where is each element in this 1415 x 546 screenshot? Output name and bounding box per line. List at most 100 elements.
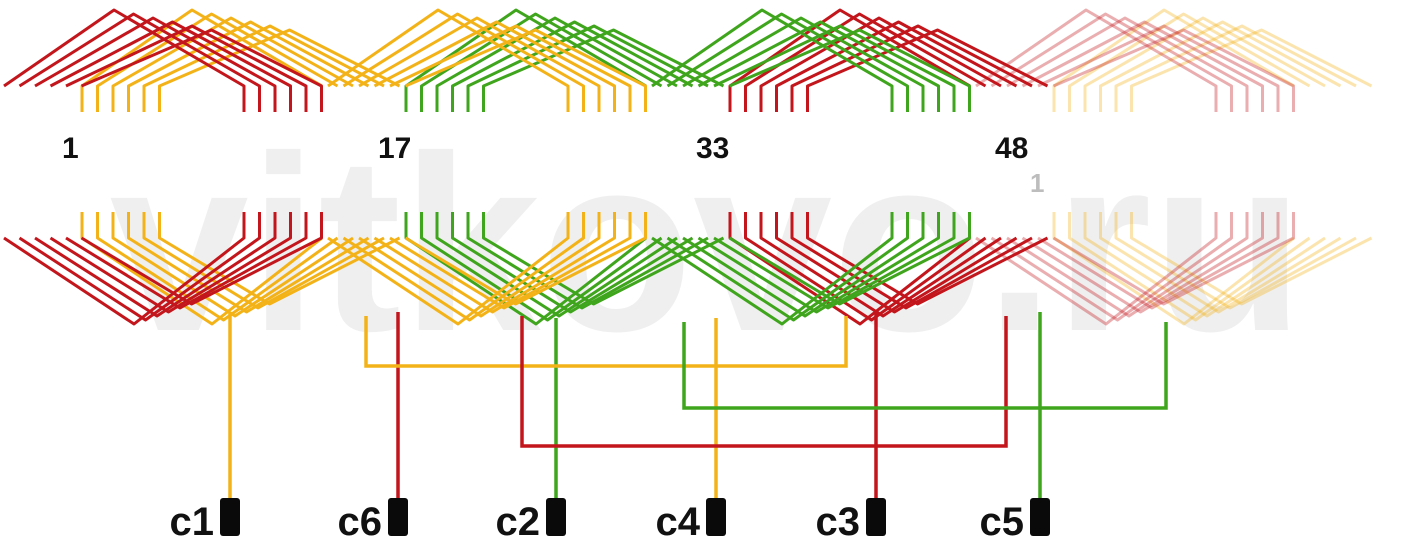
bottom-coil-wire	[744, 212, 987, 322]
bottom-coil-wire	[1068, 212, 1311, 322]
bottom-coil-wire	[358, 212, 601, 318]
bottom-coil-wire	[327, 212, 570, 326]
top-coil-wire	[1006, 16, 1249, 112]
bottom-coil-wire	[697, 212, 940, 314]
slot-label-33: 33	[696, 132, 729, 165]
bottom-coil-wire	[759, 212, 1002, 318]
terminal-label: c4	[656, 500, 701, 544]
top-coil-wire	[18, 12, 261, 112]
bottom-end-turns	[3, 212, 1373, 326]
top-coil-wire	[975, 8, 1218, 112]
slot-label-1: 1	[62, 132, 79, 165]
bottom-coil-wire	[990, 212, 1233, 322]
connection-wire	[364, 316, 848, 368]
bottom-coil-wire	[111, 212, 354, 318]
bottom-coil-wire	[713, 212, 956, 310]
top-coil-wire	[713, 24, 956, 112]
bottom-coil-wire	[34, 212, 277, 318]
bottom-coil-wire	[420, 212, 663, 322]
top-coil-wire	[373, 20, 616, 112]
bottom-coil-wire	[342, 212, 585, 322]
top-coil-wire	[80, 28, 323, 112]
slot-label-17: 17	[378, 132, 411, 165]
bottom-coil-wire	[435, 212, 678, 318]
connection-wire	[682, 322, 1168, 410]
top-coil-wire	[1068, 12, 1311, 112]
top-coil-wire	[697, 20, 940, 112]
bottom-coil-wire	[975, 212, 1218, 326]
top-coil-wire	[327, 8, 570, 112]
top-coil-wire	[1021, 20, 1264, 112]
bottom-coil-wire	[775, 212, 1018, 314]
top-coil-wire	[682, 16, 925, 112]
terminal-block	[1030, 498, 1050, 536]
bottom-coil-wire	[404, 212, 647, 306]
bottom-coil-wire	[80, 212, 323, 306]
terminal-label: c1	[170, 500, 215, 544]
bottom-coil-wire	[96, 212, 339, 322]
bottom-coil-wire	[1130, 212, 1373, 306]
bottom-coil-wire	[389, 212, 632, 310]
top-coil-wire	[666, 12, 909, 112]
top-coil-wire	[389, 24, 632, 112]
terminal-label: c6	[338, 500, 383, 544]
bottom-coil-wire	[1021, 212, 1264, 314]
terminal-block	[706, 498, 726, 536]
top-coil-wire	[728, 28, 971, 112]
terminal-block	[388, 498, 408, 536]
top-coil-wire	[1037, 24, 1280, 112]
terminal-block	[546, 498, 566, 536]
top-coil-wire	[342, 12, 585, 112]
top-coil-wire	[1114, 24, 1357, 112]
bottom-coil-wire	[451, 212, 694, 314]
top-coil-wire	[358, 16, 601, 112]
phase-connections	[228, 312, 1168, 500]
bottom-coil-wire	[65, 212, 308, 310]
connection-wire	[520, 316, 1008, 448]
terminal-label: c5	[980, 500, 1025, 544]
bottom-coil-wire	[1083, 212, 1326, 318]
bottom-coil-wire	[651, 212, 894, 326]
terminal-block	[866, 498, 886, 536]
bottom-coil-wire	[404, 212, 647, 326]
slot-label-48: 48	[995, 132, 1028, 165]
top-coil-wire	[990, 12, 1233, 112]
bottom-coil-wire	[1037, 212, 1280, 310]
top-coil-wire	[80, 8, 323, 112]
wrap-slot-label: 1	[1030, 168, 1044, 198]
top-coil-wire	[651, 8, 894, 112]
slot-labels: 1 17 33 48 1	[62, 132, 1044, 198]
bottom-coil-wire	[127, 212, 370, 314]
top-coil-wire	[1099, 20, 1342, 112]
terminal-label: c2	[496, 500, 541, 544]
top-coil-wire	[111, 16, 354, 112]
bottom-coil-wire	[49, 212, 292, 314]
bottom-coil-wire	[1006, 212, 1249, 318]
bottom-coil-wire	[1052, 212, 1295, 306]
top-coil-wire	[1052, 28, 1295, 112]
bottom-coil-wire	[18, 212, 261, 322]
top-coil-wire	[759, 16, 1002, 112]
bottom-coil-wire	[1052, 212, 1295, 326]
bottom-coil-wire	[728, 212, 971, 326]
top-coil-wire	[744, 12, 987, 112]
bottom-coil-wire	[1114, 212, 1357, 310]
top-coil-wire	[404, 8, 647, 112]
terminal-label: c3	[816, 500, 861, 544]
terminals: c1 c6 c2 c4 c3 c5	[170, 498, 1050, 544]
bottom-coil-wire	[728, 212, 971, 306]
top-coil-wire	[1052, 8, 1295, 112]
terminal-block	[220, 498, 240, 536]
bottom-coil-wire	[682, 212, 925, 318]
top-coil-wire	[1130, 28, 1373, 112]
top-coil-wire	[435, 16, 678, 112]
bottom-coil-wire	[373, 212, 616, 314]
top-coil-wire	[404, 28, 647, 112]
bottom-coil-wire	[666, 212, 909, 322]
top-coil-wire	[34, 16, 277, 112]
top-coil-wire	[728, 8, 971, 112]
top-end-turns	[3, 8, 1373, 112]
bottom-coil-wire	[3, 212, 246, 326]
